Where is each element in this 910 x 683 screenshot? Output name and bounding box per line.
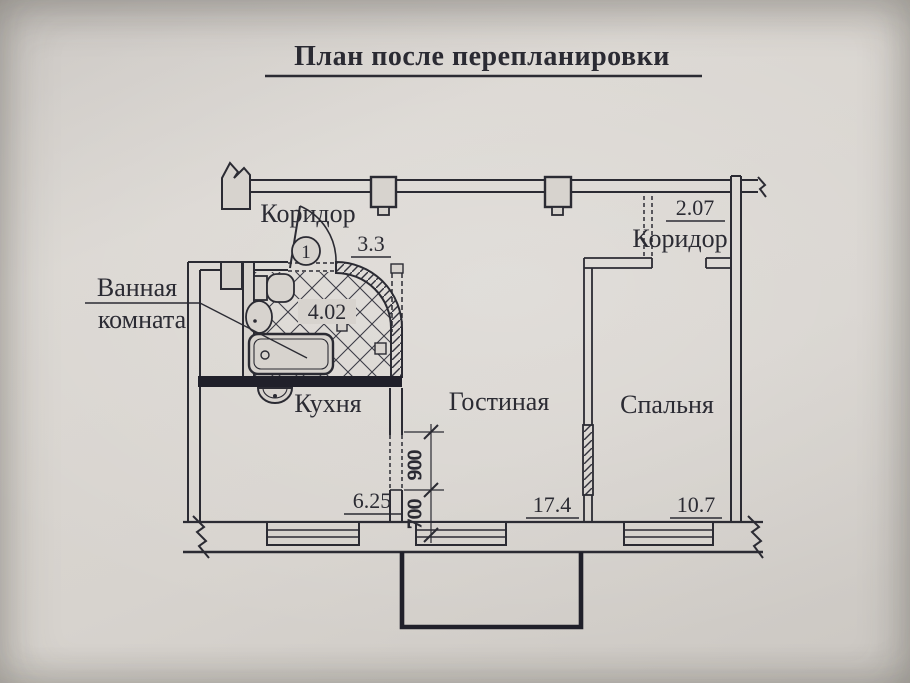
bathroom-block: 1 4.02 [198, 205, 403, 387]
area-bedroom: 10.7 [677, 492, 716, 517]
bedroom-top-wall [584, 257, 731, 269]
removed-door-corridor-right [643, 196, 653, 258]
area-label-backing [298, 299, 356, 324]
door-leaf [289, 205, 301, 269]
wall-break-bottom-left [192, 515, 210, 559]
window-living [415, 521, 507, 546]
new-wall-hatched [582, 424, 594, 496]
opening-dimensions: 900 700 [404, 424, 444, 543]
toilet-bowl [266, 273, 295, 303]
wall-break-bottom-right [747, 515, 764, 559]
area-corridor-right: 2.07 [676, 195, 715, 220]
door-number: 1 [301, 242, 311, 263]
plumbing-box-3 [374, 342, 387, 355]
kitchen-living-wall [389, 388, 403, 522]
balcony-outline [399, 552, 584, 630]
area-living: 17.4 [533, 492, 572, 517]
label-bathroom-line1: Ванная [97, 273, 177, 302]
bathroom-kitchen-wall [198, 376, 402, 387]
bathtub [247, 332, 335, 376]
top-wall [221, 161, 767, 216]
dim-tick-3 [423, 527, 439, 543]
door-swing-arc [299, 205, 337, 263]
riser-box-2-tab [551, 206, 564, 216]
label-bedroom: Спальня [620, 390, 714, 419]
label-living: Гостиная [449, 387, 550, 416]
riser-box-1 [369, 175, 398, 209]
bathroom-fixtures [245, 273, 387, 376]
riser-box-1-tab [377, 206, 390, 216]
living-bedroom-wall [582, 258, 594, 522]
label-corridor-left: Коридор [260, 199, 355, 228]
area-kitchen: 6.25 [353, 488, 392, 513]
dim-tick-2 [423, 482, 439, 498]
riser-box-2 [543, 175, 573, 209]
drawing-title: План после перепланировки [265, 41, 702, 78]
right-wall [730, 175, 742, 522]
wall-break-top-left [221, 161, 251, 210]
washbasin-drain [253, 319, 257, 323]
label-bathroom-line2: комната [98, 305, 187, 334]
label-corridor-right: Коридор [632, 224, 727, 253]
removed-partition-corridor [390, 263, 404, 332]
bathtub-drain [260, 350, 270, 360]
window-kitchen [266, 521, 360, 546]
area-corridor-left: 3.3 [357, 231, 385, 256]
left-wall [187, 261, 288, 522]
door-number-circle [291, 236, 321, 266]
window-bedroom [623, 521, 714, 546]
vent-pilaster [220, 261, 243, 290]
bathroom-area: 4.02 [308, 299, 347, 324]
label-kitchen: Кухня [294, 389, 361, 418]
bathtub-inner [253, 338, 329, 370]
toilet-tank [253, 275, 268, 301]
dim-tick-1 [423, 424, 439, 440]
kitchen-sink [256, 387, 294, 404]
dimension-700: 700 [404, 499, 426, 529]
room-labels: Коридор 3.3 Коридор 2.07 Ванная комната … [85, 195, 728, 519]
bottom-wall [183, 515, 764, 559]
page-title: План после перепланировки [294, 41, 670, 72]
bathroom-door [288, 205, 337, 272]
wall-break-top-right [757, 176, 767, 198]
bathroom-leader-line [85, 302, 308, 359]
dimension-900: 900 [404, 450, 426, 480]
